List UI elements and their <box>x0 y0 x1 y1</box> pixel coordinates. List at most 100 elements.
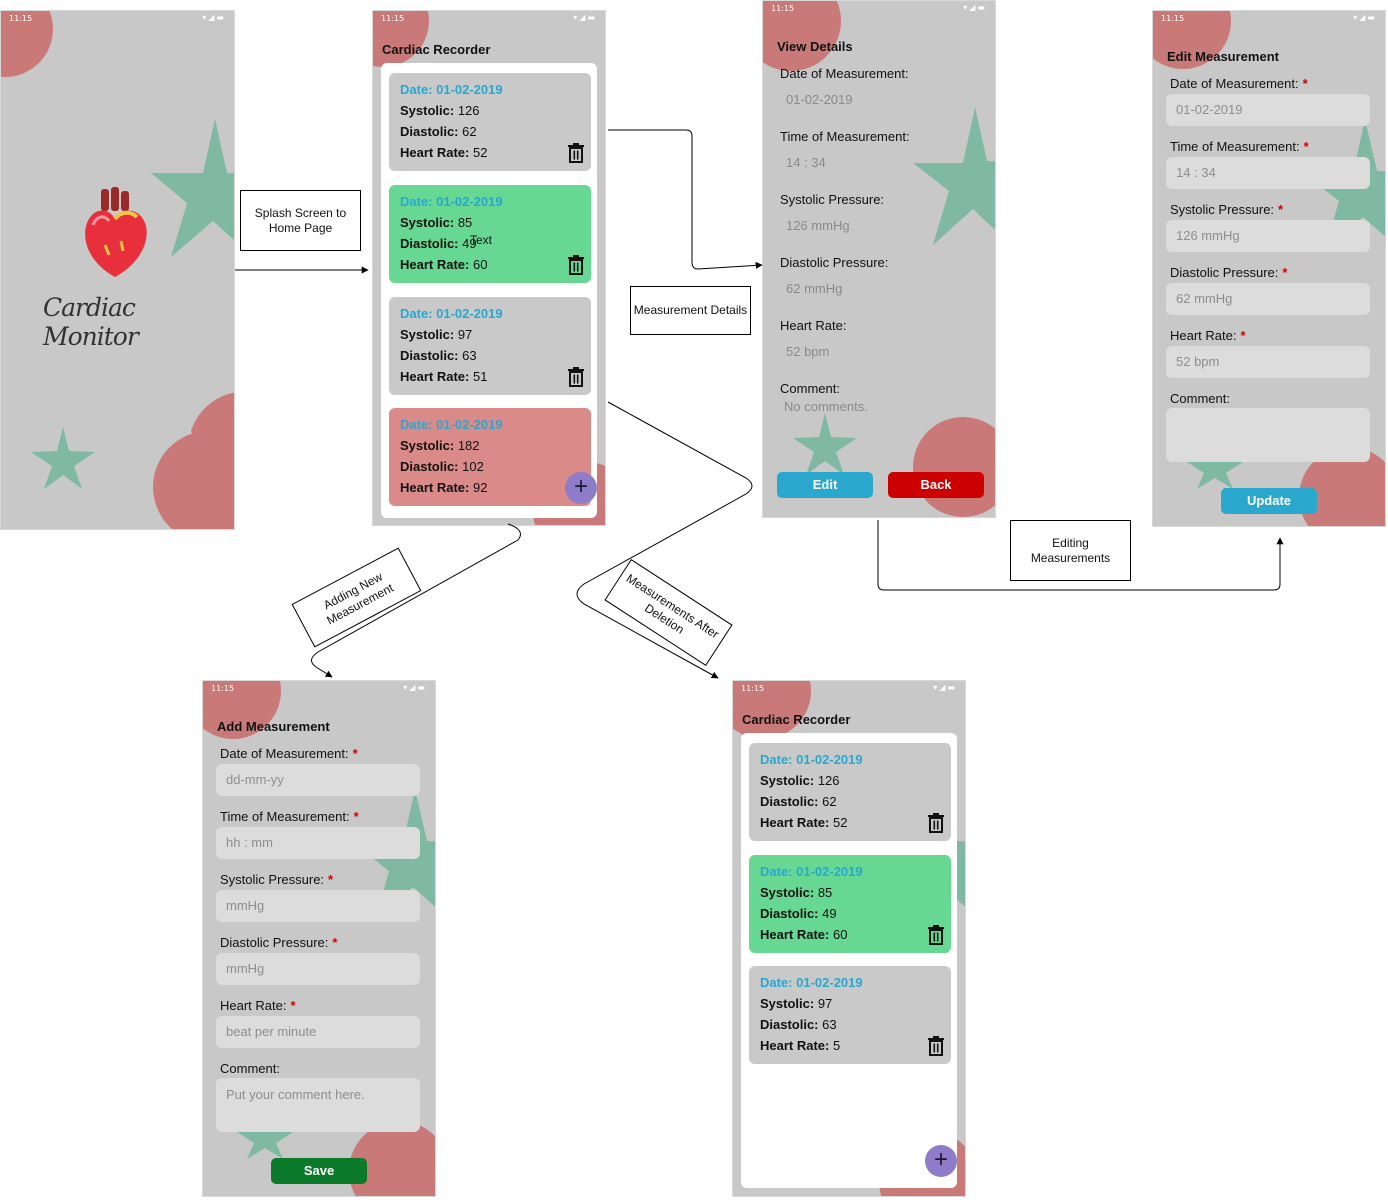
card-systolic-value: 126 <box>817 773 840 788</box>
card-systolic-value: 97 <box>817 996 833 1011</box>
card-heart-rate: Heart Rate: 51 <box>400 369 487 384</box>
time-input[interactable]: hh : mm <box>216 827 420 859</box>
trash-icon[interactable] <box>567 255 585 275</box>
card-diastolic-value: 62 <box>462 124 477 139</box>
card-systolic: Systolic: 126 <box>760 773 840 788</box>
card-date: Date: 01-02-2019 <box>400 82 503 97</box>
card-systolic-label: Systolic: <box>760 773 815 788</box>
time-label: Time of Measurement: <box>780 129 910 144</box>
card-date: Date: 01-02-2019 <box>760 975 863 990</box>
card-diastolic-value: 62 <box>822 794 837 809</box>
trash-icon[interactable] <box>927 925 945 945</box>
card-systolic: Systolic: 182 <box>400 438 480 453</box>
time-label: Time of Measurement:* <box>1170 139 1309 154</box>
heart-rate-field[interactable]: 52 bpm <box>1166 346 1370 378</box>
annotation-adding-new: Adding New Measurement <box>291 547 422 648</box>
time-field[interactable]: 14 : 34 <box>1166 157 1370 189</box>
edit-button[interactable]: Edit <box>777 472 873 498</box>
add-measurement-button[interactable]: + <box>565 472 597 504</box>
card-date: Date: 01-02-2019 <box>760 864 863 879</box>
card-systolic-label: Systolic: <box>400 438 455 453</box>
page-title: Add Measurement <box>217 719 330 734</box>
card-systolic-value: 85 <box>817 885 833 900</box>
card-heart-rate-value: 51 <box>472 369 488 384</box>
status-bar: 11:15 ▾◢▬ <box>373 11 605 27</box>
trash-icon[interactable] <box>567 143 585 163</box>
comment-label: Comment: <box>780 381 840 396</box>
card-diastolic-value: 63 <box>822 1017 837 1032</box>
date-label: Date of Measurement:* <box>1170 76 1308 91</box>
heart-rate-label: Heart Rate:* <box>220 998 296 1013</box>
heart-rate-input[interactable]: beat per minute <box>216 1016 420 1048</box>
comment-input[interactable]: Put your comment here. <box>216 1078 420 1132</box>
date-field[interactable]: 01-02-2019 <box>1166 94 1370 126</box>
trash-icon[interactable] <box>927 1036 945 1056</box>
time-value: 14 : 34 <box>786 155 826 170</box>
status-time: 11:15 <box>741 684 765 693</box>
trash-icon[interactable] <box>927 813 945 833</box>
heart-logo-icon <box>85 187 147 277</box>
stray-text-label: Text <box>470 233 493 247</box>
card-date: Date: 01-02-2019 <box>400 306 503 321</box>
systolic-input[interactable]: mmHg <box>216 890 420 922</box>
card-diastolic-value: 102 <box>462 459 484 474</box>
card-diastolic: Diastolic: 49 <box>400 236 477 251</box>
card-systolic-label: Systolic: <box>400 103 455 118</box>
card-diastolic: Diastolic: 102 <box>400 459 484 474</box>
card-diastolic: Diastolic: 62 <box>400 124 477 139</box>
card-heart-rate: Heart Rate: 52 <box>400 145 487 160</box>
add-measurement-button[interactable]: + <box>925 1145 957 1177</box>
status-bar: 11:15 ▾◢▬ <box>733 681 965 697</box>
systolic-label: Systolic Pressure: <box>780 192 885 207</box>
annotation-after-deletion: Measurements After Deletion <box>604 559 733 666</box>
trash-icon[interactable] <box>567 367 585 387</box>
comment-field[interactable] <box>1166 408 1370 462</box>
date-label: Date of Measurement:* <box>220 746 358 761</box>
card-heart-rate-value: 5 <box>832 1038 841 1053</box>
add-measurement-screen: 11:15 ▾◢▬ Add Measurement Date of Measur… <box>202 680 436 1197</box>
status-icons: ▾◢▬ <box>573 13 597 22</box>
status-time: 11:15 <box>9 14 33 23</box>
heart-rate-label: Heart Rate:* <box>1170 328 1246 343</box>
comment-label: Comment: <box>1170 391 1230 406</box>
update-button[interactable]: Update <box>1221 488 1317 514</box>
card-heart-rate-value: 52 <box>472 145 488 160</box>
splash-screen: 11:15 ▾◢▬ Cardiac Monitor <box>0 10 235 530</box>
card-systolic-label: Systolic: <box>400 215 455 230</box>
card-diastolic-label: Diastolic: <box>760 906 819 921</box>
card-date: Date: 01-02-2019 <box>400 194 503 209</box>
card-heart-rate: Heart Rate: 92 <box>400 480 487 495</box>
annotation-measurement-details: Measurement Details <box>630 286 751 335</box>
date-input[interactable]: dd-mm-yy <box>216 764 420 796</box>
back-button[interactable]: Back <box>888 472 984 498</box>
view-details-screen: 11:15 ▾◢▬ View Details Date of Measureme… <box>762 0 996 518</box>
card-systolic-label: Systolic: <box>760 996 815 1011</box>
annotation-editing-measurements: Editing Measurements <box>1010 520 1131 581</box>
heart-rate-label: Heart Rate: <box>780 318 847 333</box>
systolic-value: 126 mmHg <box>786 218 850 233</box>
card-diastolic-label: Diastolic: <box>400 348 459 363</box>
card-diastolic-label: Diastolic: <box>760 1017 819 1032</box>
card-systolic-value: 126 <box>457 103 480 118</box>
heart-rate-value: 52 bpm <box>786 344 830 359</box>
annotation-splash-to-home: Splash Screen to Home Page <box>240 190 361 251</box>
card-date: Date: 01-02-2019 <box>400 417 503 432</box>
app-name-logo: Cardiac Monitor <box>43 293 139 351</box>
card-heart-rate: Heart Rate: 60 <box>400 257 487 272</box>
status-icons: ▾◢▬ <box>202 13 226 22</box>
save-button[interactable]: Save <box>271 1158 367 1184</box>
systolic-field[interactable]: 126 mmHg <box>1166 220 1370 252</box>
diastolic-field[interactable]: 62 mmHg <box>1166 283 1370 315</box>
card-heart-rate-label: Heart Rate: <box>760 927 830 942</box>
diastolic-input[interactable]: mmHg <box>216 953 420 985</box>
status-time: 11:15 <box>1161 14 1185 23</box>
